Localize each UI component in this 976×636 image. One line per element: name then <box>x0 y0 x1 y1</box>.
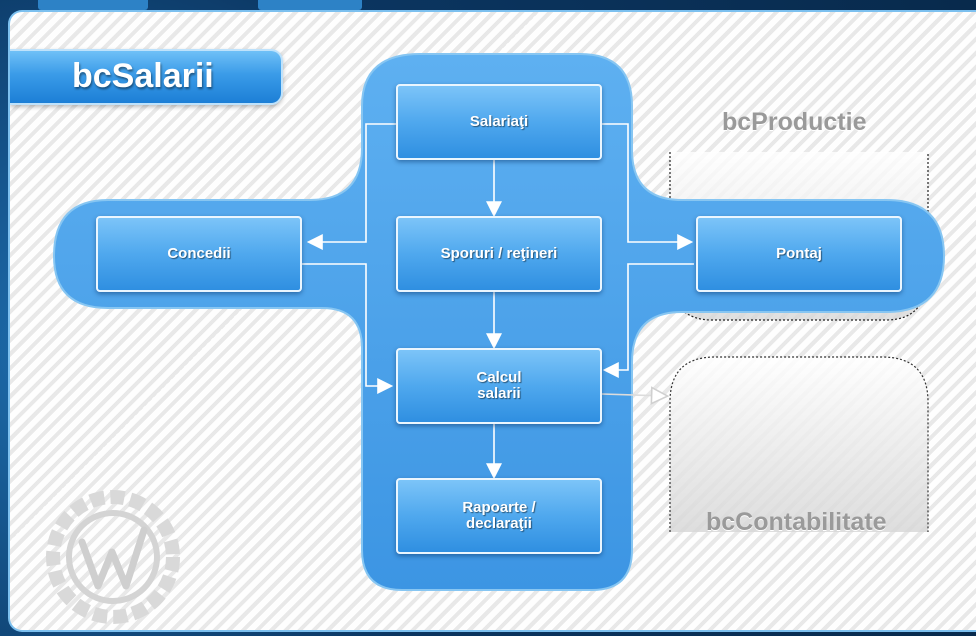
module-calcul-salarii[interactable]: Calcul salarii <box>396 348 602 424</box>
app-title: bcSalarii <box>72 57 214 95</box>
w-gear-logo-icon <box>46 490 180 624</box>
app-title-tab: bcSalarii <box>10 49 283 105</box>
bccontabilitate-label: bcContabilitate <box>706 508 887 536</box>
module-cross-shape <box>52 53 946 591</box>
module-sporuri-retineri[interactable]: Sporuri / reţineri <box>396 216 602 292</box>
content-panel: bcSalarii Salariaţi Concedii Sporuri / r… <box>8 10 976 632</box>
bccontabilitate-area <box>669 356 929 532</box>
top-tab-right[interactable] <box>258 0 362 10</box>
module-concedii[interactable]: Concedii <box>96 216 302 292</box>
module-pontaj[interactable]: Pontaj <box>696 216 902 292</box>
module-salariati[interactable]: Salariaţi <box>396 84 602 160</box>
module-rapoarte-declaratii[interactable]: Rapoarte / declaraţii <box>396 478 602 554</box>
bcproductie-label: bcProductie <box>722 108 867 136</box>
top-tab-left[interactable] <box>38 0 148 10</box>
connectors <box>302 123 694 480</box>
